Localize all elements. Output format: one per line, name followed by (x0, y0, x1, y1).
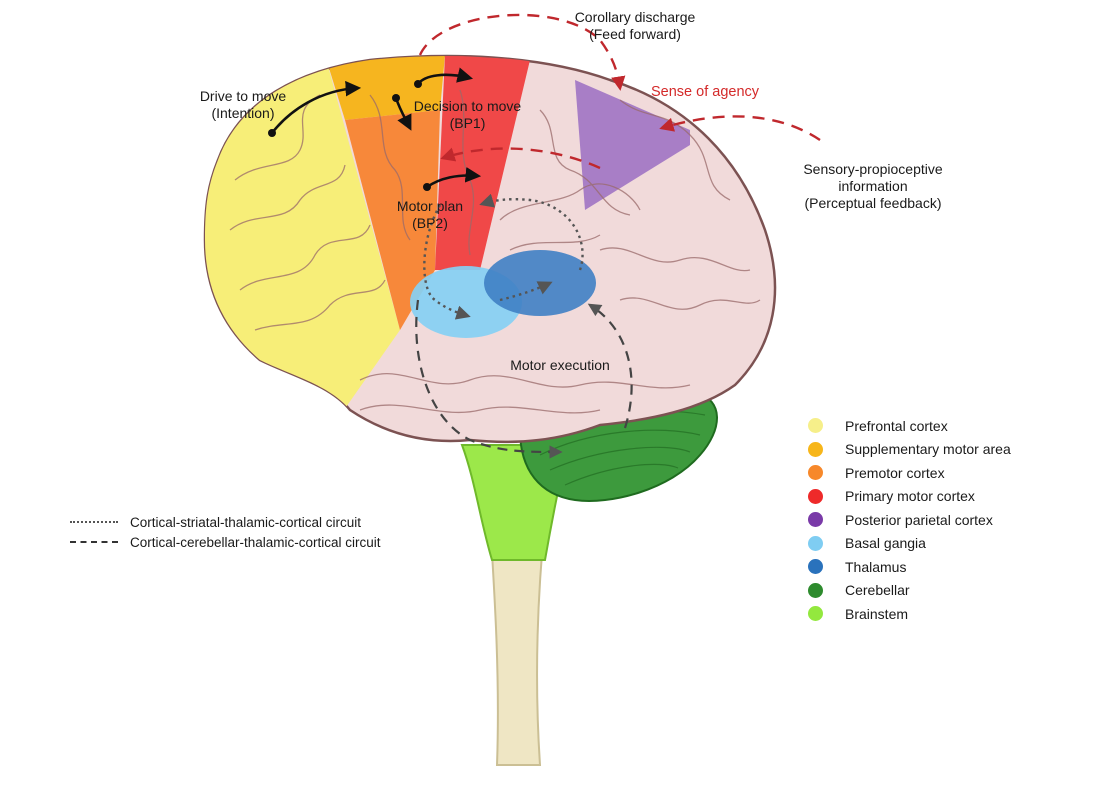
circuit-label: Cortical-cerebellar-thalamic-cortical ci… (130, 534, 381, 550)
label-sensory-line2: information (838, 178, 908, 194)
dashed-line-sample (70, 541, 118, 543)
motorplan-arrow (426, 167, 482, 189)
label-decision: Decision to move (BP1) (395, 98, 540, 132)
legend-item: Brainstem (808, 602, 1108, 626)
prefrontal-region (205, 56, 400, 430)
legend-label: Prefrontal cortex (845, 417, 948, 434)
legend-swatch (808, 606, 823, 622)
legend-label: Thalamus (845, 558, 907, 575)
legend-swatch (808, 488, 823, 504)
decision-dot-2 (392, 94, 400, 102)
circuit-item: Cortical-striatal-thalamic-cortical circ… (70, 512, 381, 532)
label-decision-line2: (BP1) (449, 115, 486, 131)
premotor-region (345, 110, 440, 330)
legend-label: Premotor cortex (845, 464, 945, 481)
circuit-legend: Cortical-striatal-thalamic-cortical circ… (70, 512, 381, 552)
legend-label: Supplementary motor area (845, 441, 1011, 458)
legend-item: Cerebellar (808, 579, 1108, 603)
striatal-loop (423, 204, 471, 320)
label-corollary: Corollary discharge (Feed forward) (560, 9, 710, 43)
corollary-arc (418, 13, 626, 91)
legend-swatch (808, 512, 823, 528)
decision-dot-1 (414, 80, 422, 88)
legend-swatch (808, 441, 823, 457)
legend-swatch (808, 535, 823, 551)
legend-label: Posterior parietal cortex (845, 511, 993, 528)
label-sensory-line3: (Perceptual feedback) (804, 195, 942, 211)
legend-label: Basal gangia (845, 535, 926, 552)
parietal-region (575, 80, 690, 210)
dotted-line-sample (70, 521, 118, 523)
legend-item: Basal gangia (808, 532, 1108, 556)
label-motor-plan: Motor plan (BP2) (380, 198, 480, 232)
legend-label: Brainstem (845, 605, 909, 622)
label-motor-plan-line2: (BP2) (412, 215, 448, 231)
cerebellar-loop-2 (587, 303, 633, 429)
legend-item: Thalamus (808, 555, 1108, 579)
label-agency: Sense of agency (650, 84, 760, 100)
motorplan-dot (423, 183, 431, 191)
legend-item: Posterior parietal cortex (808, 508, 1108, 532)
primary-motor-region (435, 56, 530, 270)
circuit-label: Cortical-striatal-thalamic-cortical circ… (130, 514, 362, 530)
label-sensory-line1: Sensory-propioceptive (803, 161, 943, 177)
striatal-loop-3 (479, 193, 584, 271)
legend-item: Prefrontal cortex (808, 414, 1108, 438)
intention-dot (268, 129, 276, 137)
intention-arrow (270, 80, 362, 134)
label-corollary-line1: Corollary discharge (574, 9, 696, 25)
legend-label: Primary motor cortex (845, 488, 975, 505)
sma-region (325, 56, 445, 120)
sensory-arrow (659, 115, 821, 141)
striatal-loop-2 (499, 281, 553, 302)
label-corollary-line2: (Feed forward) (589, 26, 681, 42)
label-execution: Motor execution (510, 357, 610, 373)
legend-item: Supplementary motor area (808, 438, 1108, 462)
label-drive-line1: Drive to move (199, 88, 287, 104)
label-drive-line2: (Intention) (211, 105, 275, 121)
legend-swatch (808, 559, 823, 575)
thalamus (484, 250, 596, 316)
label-decision-line1: Decision to move (413, 98, 522, 114)
legend-label: Cerebellar (845, 582, 910, 599)
legend-item: Primary motor cortex (808, 485, 1108, 509)
legend-swatch (808, 418, 823, 434)
legend-swatch (808, 465, 823, 481)
comparison-arrow (440, 147, 601, 170)
label-drive: Drive to move (Intention) (178, 88, 308, 122)
label-motor-plan-line1: Motor plan (396, 198, 464, 214)
legend-swatch (808, 582, 823, 598)
legend-item: Premotor cortex (808, 461, 1108, 485)
circuit-item: Cortical-cerebellar-thalamic-cortical ci… (70, 532, 381, 552)
spinal-cord (488, 519, 547, 766)
label-sensory: Sensory-propioceptive information (Perce… (778, 161, 968, 212)
